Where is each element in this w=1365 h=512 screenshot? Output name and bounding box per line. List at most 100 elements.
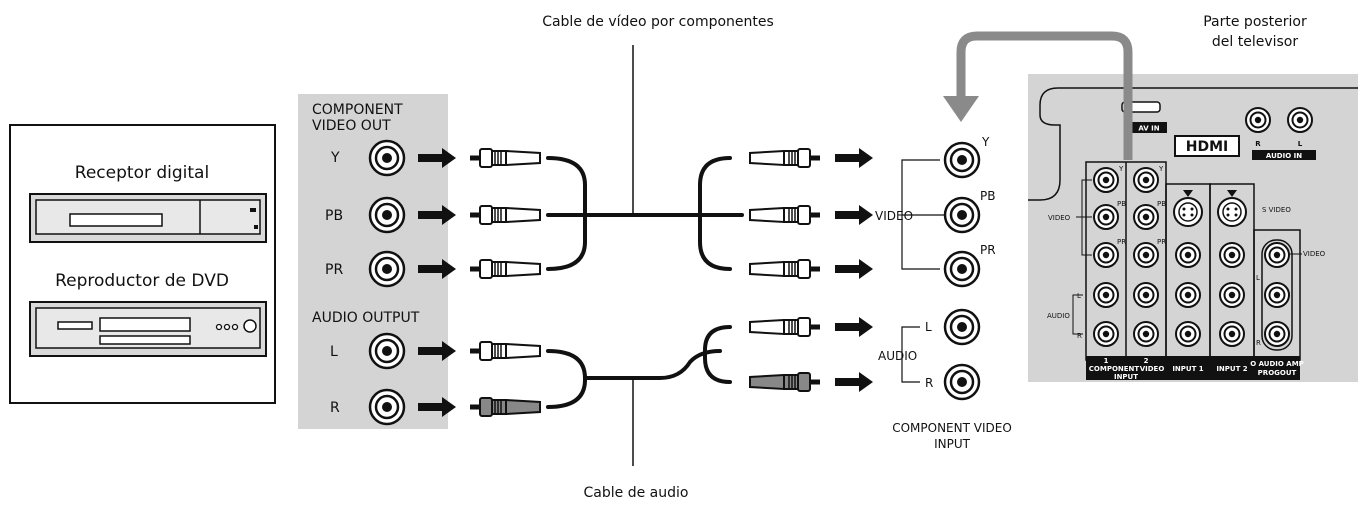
input-pr-jack bbox=[943, 250, 981, 288]
tv-back-caption-2: del televisor bbox=[1212, 34, 1298, 50]
s-video-jack-icon bbox=[1217, 197, 1247, 227]
tv-input2-label: INPUT 2 bbox=[1216, 365, 1247, 373]
tv-y-label: Y bbox=[1158, 165, 1164, 173]
component-video-input-group: Y PB PR VIDEO L R AUDIO COMPONENT VIDEO … bbox=[875, 135, 1012, 451]
tv-back-panel: AV IN HDMI R L AUDIO IN bbox=[1028, 74, 1358, 382]
source-r-jack bbox=[368, 388, 406, 426]
input-l-jack bbox=[943, 308, 981, 346]
tv-input2-video-jack bbox=[1219, 242, 1245, 268]
tv-comp2-y-jack bbox=[1133, 167, 1159, 193]
source-output-panel: COMPONENT VIDEO OUT Y PB PR AUDIO OUTPUT… bbox=[298, 94, 448, 429]
arrow-right-icon bbox=[835, 317, 873, 337]
arrow-right-icon bbox=[835, 259, 873, 279]
input-r-label: R bbox=[925, 376, 933, 390]
tv-s-video-label: S VIDEO bbox=[1262, 206, 1291, 214]
tv-component-label: COMPONENT bbox=[1089, 365, 1140, 373]
tv-comp2-pr-jack bbox=[1133, 242, 1159, 268]
tv-back-caption-1: Parte posterior bbox=[1203, 14, 1307, 30]
rca-plug-icon bbox=[749, 148, 821, 168]
tv-audio-in-label: AUDIO IN bbox=[1266, 152, 1302, 160]
rca-plug-icon bbox=[749, 259, 821, 279]
tv-col1-label: 1 bbox=[1104, 357, 1109, 365]
tv-progout-video-label: VIDEO bbox=[1303, 250, 1326, 258]
source-l-label: L bbox=[330, 344, 338, 360]
tv-pb-label: PB bbox=[1157, 200, 1166, 208]
audio-cable bbox=[546, 325, 732, 409]
rca-plug-icon bbox=[469, 148, 541, 168]
source-y-jack bbox=[368, 139, 406, 177]
tv-progout-label: PROGOUT bbox=[1258, 369, 1297, 377]
source-pb-label: PB bbox=[325, 208, 343, 224]
audio-cable-caption: Cable de audio bbox=[584, 485, 689, 501]
tv-comp1-y-jack bbox=[1093, 167, 1119, 193]
tv-pr-label: PR bbox=[1117, 238, 1126, 246]
tv-audio-in-l-label: L bbox=[1298, 140, 1303, 148]
source-pr-label: PR bbox=[325, 262, 343, 278]
tv-audio-in-r-jack bbox=[1245, 107, 1271, 133]
tv-progout-r-jack bbox=[1264, 321, 1290, 347]
input-pb-jack bbox=[943, 196, 981, 234]
rca-plug-icon bbox=[749, 317, 821, 337]
receiver-icon bbox=[29, 193, 267, 243]
tv-input1-r-jack bbox=[1175, 321, 1201, 347]
input-video-label: VIDEO bbox=[875, 209, 913, 223]
input-y-label: Y bbox=[981, 135, 990, 149]
receiver-label: Receptor digital bbox=[75, 163, 209, 183]
tv-input1-video-jack bbox=[1175, 242, 1201, 268]
arrow-right-icon bbox=[835, 148, 873, 168]
tv-audio-in-l-jack bbox=[1287, 107, 1313, 133]
tv-video-word-label: VIDEO bbox=[1140, 365, 1165, 373]
arrow-right-icon bbox=[835, 372, 873, 392]
input-l-label: L bbox=[925, 320, 932, 334]
tv-comp1-pr-jack bbox=[1093, 242, 1119, 268]
tv-comp1-pb-jack bbox=[1093, 204, 1119, 230]
tv-pb-label: PB bbox=[1117, 200, 1126, 208]
input-audio-label: AUDIO bbox=[878, 349, 917, 363]
tv-comp1-r-jack bbox=[1093, 321, 1119, 347]
component-video-out-label-2: VIDEO OUT bbox=[312, 118, 391, 134]
component-video-cable bbox=[546, 156, 744, 271]
dvd-player-icon bbox=[29, 301, 267, 357]
tv-video-label: VIDEO bbox=[1048, 214, 1071, 222]
tv-pr-label: PR bbox=[1157, 238, 1166, 246]
source-y-label: Y bbox=[330, 150, 340, 166]
tv-progout-l-label: L bbox=[1256, 274, 1260, 282]
input-r-jack bbox=[943, 363, 981, 401]
devices-box: Receptor digital Reproductor de DVD bbox=[9, 124, 276, 404]
rca-plug-icon bbox=[469, 259, 541, 279]
arrow-right-icon bbox=[835, 205, 873, 225]
audio-output-label: AUDIO OUTPUT bbox=[312, 310, 420, 326]
s-video-jack-icon bbox=[1173, 197, 1203, 227]
input-pr-label: PR bbox=[980, 243, 996, 257]
tv-input1-l-jack bbox=[1175, 282, 1201, 308]
source-pb-jack bbox=[368, 196, 406, 234]
component-video-out-label-1: COMPONENT bbox=[312, 102, 403, 118]
tv-audio-in-r-label: R bbox=[1255, 140, 1261, 148]
tv-l-label: L bbox=[1077, 292, 1081, 300]
tv-input-word-label: INPUT bbox=[1114, 373, 1138, 381]
tv-input2-l-jack bbox=[1219, 282, 1245, 308]
tv-comp2-l-jack bbox=[1133, 282, 1159, 308]
rca-plug-gray-icon bbox=[749, 372, 821, 392]
tv-comp1-l-jack bbox=[1093, 282, 1119, 308]
rca-plug-gray-icon bbox=[469, 397, 541, 417]
tv-audio-label: AUDIO bbox=[1047, 312, 1070, 320]
rca-plug-icon bbox=[469, 205, 541, 225]
source-r-label: R bbox=[330, 400, 340, 416]
component-video-input-caption-2: INPUT bbox=[934, 437, 971, 451]
tv-input2-r-jack bbox=[1219, 321, 1245, 347]
tv-progout-video-jack bbox=[1264, 242, 1290, 268]
tv-r-label: R bbox=[1077, 332, 1082, 340]
input-pb-label: PB bbox=[980, 189, 995, 203]
curved-arrow-icon bbox=[943, 31, 1133, 160]
tv-y-label: Y bbox=[1118, 165, 1124, 173]
tv-audio-amp-label: O AUDIO AMP bbox=[1250, 360, 1304, 368]
tv-col2-label: 2 bbox=[1144, 357, 1149, 365]
component-cable-caption: Cable de vídeo por componentes bbox=[542, 14, 774, 30]
tv-progout-r-label: R bbox=[1256, 339, 1261, 347]
tv-progout-l-jack bbox=[1264, 282, 1290, 308]
tv-comp2-pb-jack bbox=[1133, 204, 1159, 230]
rca-plug-icon bbox=[469, 341, 541, 361]
component-video-input-caption-1: COMPONENT VIDEO bbox=[892, 421, 1012, 435]
